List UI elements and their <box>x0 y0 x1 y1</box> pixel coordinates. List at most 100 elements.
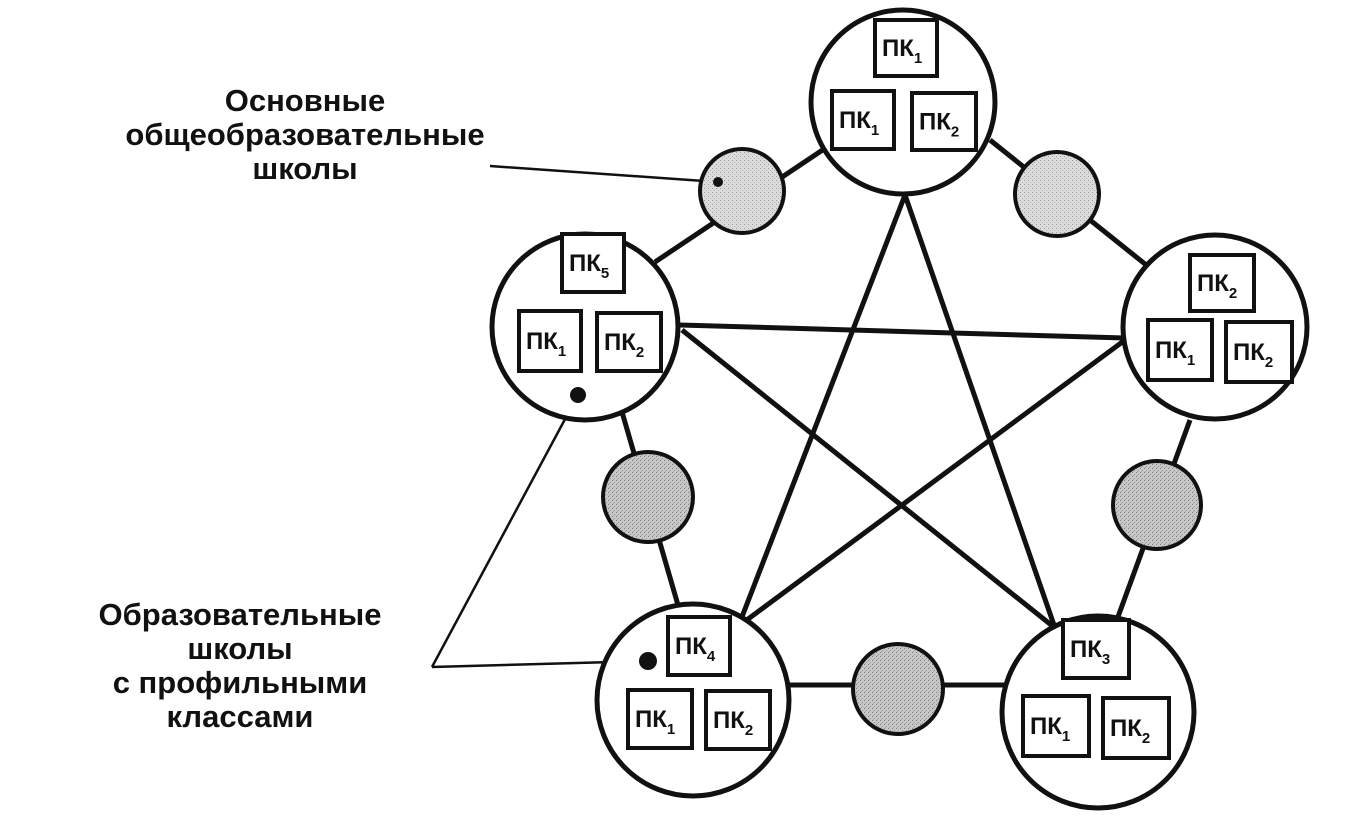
leader-basic-schools <box>489 164 719 184</box>
profile-class-label: ПК2 <box>919 109 959 141</box>
profile-class-box-frame <box>1101 696 1171 760</box>
profile-class-label-sub: 1 <box>871 122 879 139</box>
profile-class-label-sub: 2 <box>951 124 959 141</box>
basic-school-top-left <box>698 147 786 235</box>
profile-class-label-main: ПК <box>1030 713 1062 740</box>
profile-class-label-main: ПК <box>1233 339 1265 366</box>
profile-class-box: ПК1 <box>873 18 939 78</box>
basic-school-left <box>601 450 695 544</box>
profile-class-box: ПК5 <box>560 232 626 294</box>
profile-schools-label: Образовательные школы с профильными клас… <box>50 598 430 734</box>
profile-class-label: ПК2 <box>1197 270 1237 302</box>
profile-class-label-main: ПК <box>919 109 951 136</box>
leader-profile-to-left <box>430 394 580 668</box>
profile-class-box-frame <box>595 311 663 373</box>
profile-class-label: ПК1 <box>882 35 922 67</box>
profile-class-label-sub: 2 <box>636 344 644 361</box>
profile-class-box: ПК2 <box>1188 253 1256 313</box>
profile-class-label-sub: 1 <box>1187 352 1195 369</box>
profile-class-box: ПК1 <box>517 309 583 373</box>
profile-class-box-frame <box>910 91 978 152</box>
profile-class-label-main: ПК <box>1110 715 1142 742</box>
profile-class-label-sub: 4 <box>707 648 716 665</box>
star-link-top-bottomright <box>902 194 1058 629</box>
star-link-left-right <box>679 322 1126 341</box>
profile-class-box-frame <box>1061 618 1131 680</box>
profile-class-box-frame <box>1188 253 1256 313</box>
profile-class-box: ПК1 <box>830 89 896 151</box>
profile-class-box-frame <box>704 689 772 751</box>
profile-class-label-main: ПК <box>526 328 558 355</box>
basic-schools-label-line: Основные <box>224 83 386 118</box>
profile-class-label-main: ПК <box>1155 337 1187 364</box>
profile-class-label: ПК4 <box>675 633 716 665</box>
profile-class-label: ПК1 <box>1155 337 1195 369</box>
profile-class-box: ПК3 <box>1061 618 1131 680</box>
profile-class-label-main: ПК <box>635 706 667 733</box>
profile-class-label-sub: 5 <box>601 265 609 282</box>
marker-dot-profile-bottomleft <box>639 652 657 670</box>
profile-class-box: ПК1 <box>1021 694 1091 758</box>
star-link-right-bottomleft <box>738 337 1127 628</box>
profile-schools-label-line: с профильными <box>112 665 368 700</box>
profile-class-box-frame <box>1224 320 1294 384</box>
profile-class-label: ПК1 <box>839 107 879 139</box>
profile-class-label-sub: 2 <box>1142 730 1150 747</box>
profile-class-label-sub: 1 <box>914 50 922 67</box>
profile-class-label-main: ПК <box>604 329 636 356</box>
profile-class-label: ПК3 <box>1070 636 1110 668</box>
profile-class-label-sub: 3 <box>1102 651 1110 668</box>
profile-class-label-sub: 2 <box>1229 285 1237 302</box>
profile-class-label: ПК1 <box>635 706 675 738</box>
profile-class-label: ПК2 <box>604 329 644 361</box>
profile-class-label-sub: 1 <box>558 343 566 360</box>
profile-class-label-main: ПК <box>882 35 914 62</box>
profile-class-label-sub: 1 <box>1062 728 1070 745</box>
profile-class-label-main: ПК <box>713 707 745 734</box>
profile-class-label: ПК2 <box>1110 715 1150 747</box>
profile-class-box: ПК1 <box>626 688 694 750</box>
profile-class-label: ПК2 <box>713 707 753 739</box>
profile-schools-label-line: школы <box>187 631 293 666</box>
profile-class-label-main: ПК <box>1070 636 1102 663</box>
profile-class-box: ПК2 <box>1224 320 1294 384</box>
profile-class-label: ПК1 <box>526 328 566 360</box>
profile-schools-label-line: Образовательные <box>98 597 382 632</box>
profile-class-label-sub: 2 <box>745 722 753 739</box>
profile-class-label: ПК5 <box>569 250 609 282</box>
basic-school-bottom <box>851 642 945 736</box>
profile-class-box: ПК2 <box>595 311 663 373</box>
profile-class-box: ПК2 <box>704 689 772 751</box>
star-link-left-bottomright <box>680 328 1057 630</box>
profile-class-box: ПК2 <box>910 91 978 152</box>
profile-class-box: ПК2 <box>1101 696 1171 760</box>
profile-class-label-main: ПК <box>1197 270 1229 297</box>
profile-class-box-frame <box>1146 318 1214 382</box>
profile-schools-label-line: классами <box>166 699 314 734</box>
basic-school-top-right <box>1013 150 1101 238</box>
profile-class-label: ПК2 <box>1233 339 1273 371</box>
basic-schools <box>601 147 1203 736</box>
profile-class-box-frame <box>1021 694 1091 758</box>
profile-class-box-frame <box>873 18 939 78</box>
profile-class-box: ПК1 <box>1146 318 1214 382</box>
profile-class-box-frame <box>626 688 694 750</box>
basic-schools-label: Основные общеобразовательные школы <box>100 84 510 186</box>
profile-class-box-frame <box>830 89 896 151</box>
profile-class-label-sub: 2 <box>1265 354 1273 371</box>
profile-class-label-main: ПК <box>569 250 601 277</box>
profile-class-box-frame <box>517 309 583 373</box>
profile-class-box: ПК4 <box>666 615 732 677</box>
marker-dot-profile-left <box>570 387 586 403</box>
star-connections <box>679 194 1127 630</box>
profile-class-box-frame <box>560 232 626 294</box>
profile-class-label-main: ПК <box>675 633 707 660</box>
star-link-top-bottomleft <box>737 194 908 623</box>
profile-class-label-main: ПК <box>839 107 871 134</box>
profile-class-label: ПК1 <box>1030 713 1070 745</box>
basic-schools-label-line: общеобразовательные <box>125 117 485 152</box>
marker-dots <box>570 177 723 670</box>
basic-schools-label-line: школы <box>252 151 358 186</box>
basic-school-right <box>1111 459 1203 551</box>
